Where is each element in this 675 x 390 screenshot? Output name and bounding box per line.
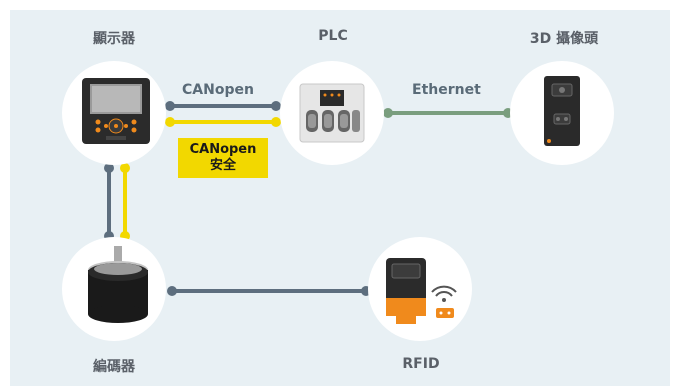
rfid-icon: [386, 258, 457, 324]
camera-icon: [544, 76, 580, 146]
canopen-safety-badge: CANopen 安全: [178, 138, 268, 178]
camera-label: 3D 攝像頭: [529, 31, 599, 47]
plc-icon: [299, 83, 365, 143]
display-label: 顯示器: [93, 31, 135, 47]
safety-badge-line1: CANopen: [189, 142, 257, 157]
safety-badge-line2: 安全: [209, 158, 236, 173]
canopen-label: CANopen: [182, 82, 254, 98]
encoder-icon: [88, 246, 148, 323]
rfid-label: RFID: [402, 356, 440, 372]
ethernet-label: Ethernet: [412, 82, 481, 98]
encoder-label: 編碼器: [93, 359, 135, 375]
display-icon: [82, 78, 150, 144]
plc-label: PLC: [318, 28, 348, 44]
